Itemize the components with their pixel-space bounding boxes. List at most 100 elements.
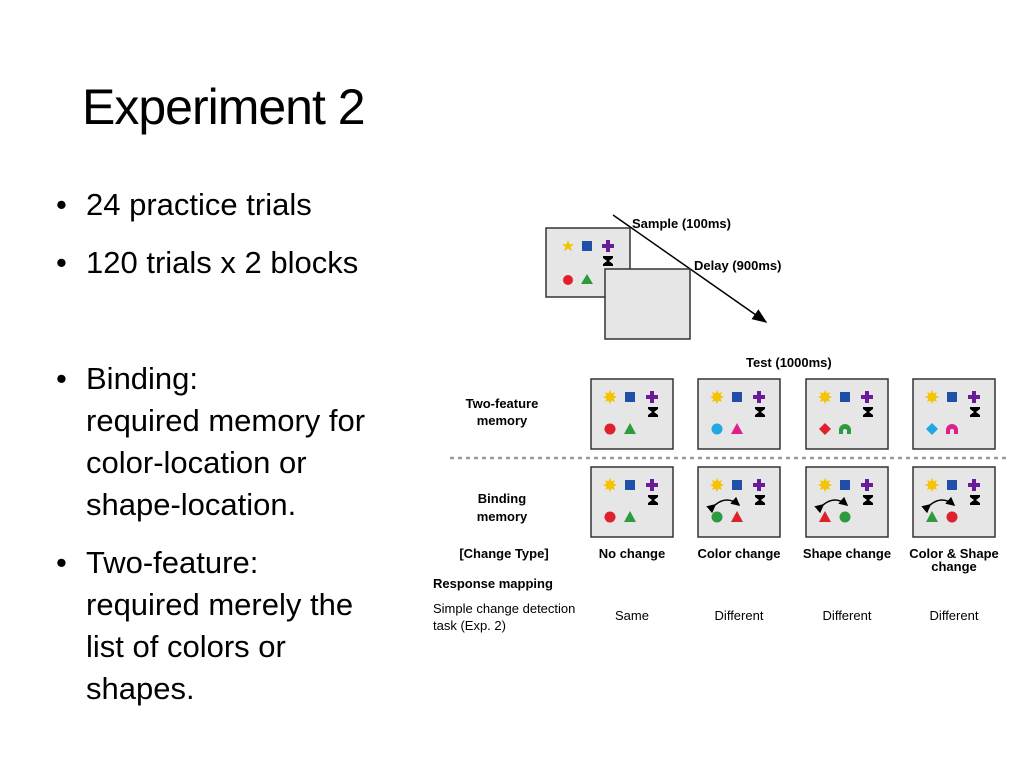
change-type-label: [Change Type] — [459, 546, 548, 561]
plus-icon — [602, 240, 614, 252]
row-label-two-feature-2: memory — [477, 413, 528, 428]
star-icon — [603, 390, 617, 404]
task-label: Simple change detection — [433, 601, 575, 616]
bullet-text: 120 trials x 2 blocks — [86, 245, 359, 280]
triangle-icon — [581, 274, 593, 284]
star-icon — [818, 390, 832, 404]
hourglass-icon — [970, 495, 980, 505]
sample-label: Sample (100ms) — [632, 216, 731, 231]
response-mapping-label: Response mapping — [433, 576, 553, 591]
bullet-symbol: • — [56, 361, 67, 396]
star-icon — [562, 240, 574, 251]
bullet-trials-blocks: • 120 trials x 2 blocks — [56, 242, 358, 284]
test-panel — [912, 378, 996, 450]
response-different-both: Different — [930, 608, 979, 623]
bullet-line: shape-location. — [86, 487, 297, 522]
response-same: Same — [615, 608, 649, 623]
triangle-icon — [926, 511, 938, 522]
hourglass-icon — [970, 407, 980, 417]
star-icon — [710, 390, 724, 404]
bullet-two-feature: • Two-feature: required merely the list … — [56, 542, 353, 710]
swap-arrow-icon — [921, 496, 956, 514]
bullet-binding: • Binding: required memory for color-loc… — [56, 358, 365, 526]
test-panel — [697, 378, 781, 450]
row-label-binding-2: memory — [477, 509, 528, 524]
plus-icon — [968, 479, 980, 491]
test-panel — [697, 466, 781, 538]
row-label-binding: Binding — [478, 491, 526, 506]
delay-label: Delay (900ms) — [694, 258, 781, 273]
hourglass-icon — [648, 407, 658, 417]
star-icon — [925, 478, 939, 492]
bullet-line: required merely the — [86, 587, 354, 622]
plus-icon — [646, 391, 658, 403]
square-icon — [732, 392, 742, 402]
change-type-shape: Shape change — [803, 546, 891, 561]
delay-panel — [604, 268, 691, 340]
arch-icon — [839, 424, 851, 434]
hourglass-icon — [648, 495, 658, 505]
bullet-line: list of colors or — [86, 629, 286, 664]
change-type-color-shape-2: change — [931, 559, 977, 574]
test-panel — [912, 466, 996, 538]
circle-icon — [839, 511, 851, 523]
square-icon — [840, 392, 850, 402]
square-icon — [625, 392, 635, 402]
hourglass-icon — [863, 495, 873, 505]
response-different-color: Different — [715, 608, 764, 623]
change-type-color: Color change — [697, 546, 780, 561]
bullet-symbol: • — [56, 245, 67, 280]
test-panel — [590, 378, 674, 450]
triangle-icon — [731, 511, 743, 522]
diamond-icon — [819, 423, 831, 435]
plus-icon — [861, 479, 873, 491]
hourglass-icon — [755, 407, 765, 417]
bullet-line: color-location or — [86, 445, 307, 480]
plus-icon — [968, 391, 980, 403]
bullet-symbol: • — [56, 545, 67, 580]
plus-icon — [753, 391, 765, 403]
square-icon — [625, 480, 635, 490]
circle-icon — [946, 511, 958, 523]
test-label: Test (1000ms) — [746, 355, 832, 370]
test-panel — [805, 378, 889, 450]
star-icon — [710, 478, 724, 492]
hourglass-icon — [863, 407, 873, 417]
circle-icon — [711, 511, 723, 523]
plus-icon — [753, 479, 765, 491]
plus-icon — [646, 479, 658, 491]
square-icon — [840, 480, 850, 490]
triangle-icon — [624, 423, 636, 434]
star-icon — [818, 478, 832, 492]
row-label-two-feature: Two-feature — [466, 396, 539, 411]
task-label-2: task (Exp. 2) — [433, 618, 506, 633]
hourglass-icon — [603, 256, 613, 266]
triangle-icon — [624, 511, 636, 522]
slide-title: Experiment 2 — [82, 79, 366, 135]
hourglass-icon — [755, 495, 765, 505]
circle-icon — [711, 423, 723, 435]
response-different-shape: Different — [823, 608, 872, 623]
star-icon — [603, 478, 617, 492]
square-icon — [947, 480, 957, 490]
triangle-icon — [731, 423, 743, 434]
star-icon — [925, 390, 939, 404]
test-panel — [590, 466, 674, 538]
sample-shapes — [562, 240, 614, 285]
triangle-icon — [819, 511, 831, 522]
plus-icon — [861, 391, 873, 403]
bullet-practice-trials: • 24 practice trials — [56, 184, 312, 226]
diamond-icon — [926, 423, 938, 435]
square-icon — [732, 480, 742, 490]
test-panels — [590, 378, 996, 538]
test-panel — [805, 466, 889, 538]
circle-icon — [604, 423, 616, 435]
bullet-heading: Two-feature: — [86, 545, 259, 580]
bullet-heading: Binding: — [86, 361, 199, 396]
circle-icon — [604, 511, 616, 523]
change-type-color-shape: Color & Shape — [909, 546, 999, 561]
bullet-line: required memory for — [86, 403, 366, 438]
bullet-text: 24 practice trials — [86, 187, 312, 222]
square-icon — [947, 392, 957, 402]
arch-icon — [946, 424, 958, 434]
